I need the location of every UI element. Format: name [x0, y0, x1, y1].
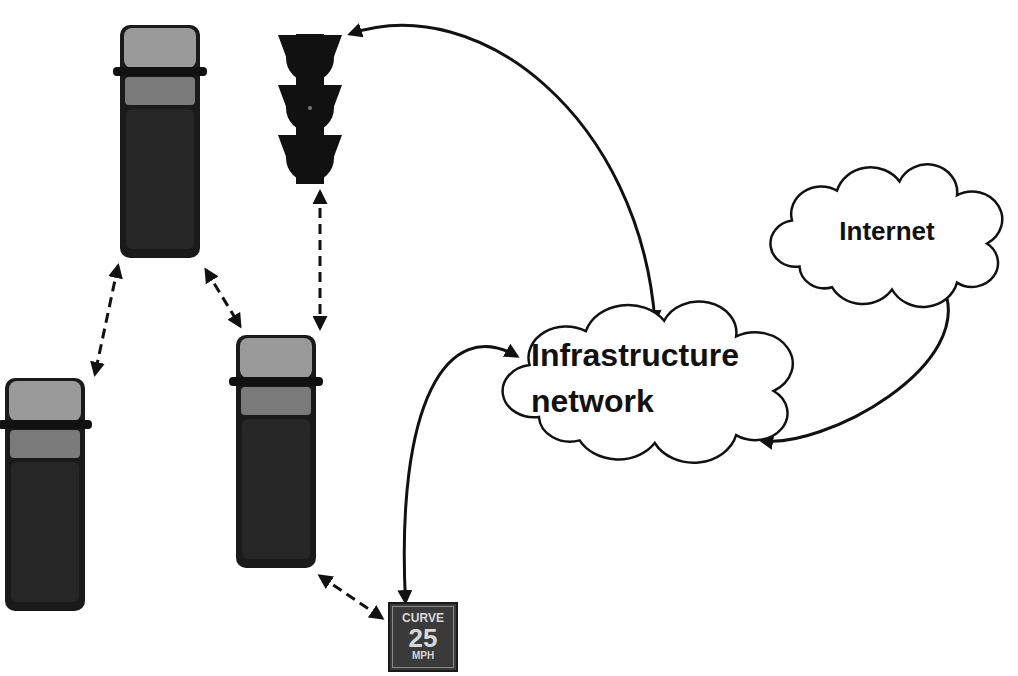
- road-sign: CURVE25MPH: [388, 602, 458, 672]
- wired-link: [350, 25, 655, 322]
- sign-text: 25: [409, 625, 438, 651]
- car-middle: [229, 335, 323, 568]
- cloud-node: Infrastructure network: [492, 300, 805, 456]
- traffic-light: [278, 34, 342, 184]
- network-link: [404, 347, 517, 602]
- cloud-node: Internet: [762, 163, 1012, 301]
- node-label: Infrastructure network: [531, 332, 766, 425]
- car-top: [113, 25, 207, 258]
- sign-text: MPH: [412, 651, 434, 662]
- cloud-outline: [492, 300, 805, 456]
- wireless-links: [95, 192, 382, 618]
- sign-text: CURVE: [402, 612, 444, 625]
- car-bottom-left: [0, 378, 92, 611]
- node-label: Internet: [839, 216, 934, 247]
